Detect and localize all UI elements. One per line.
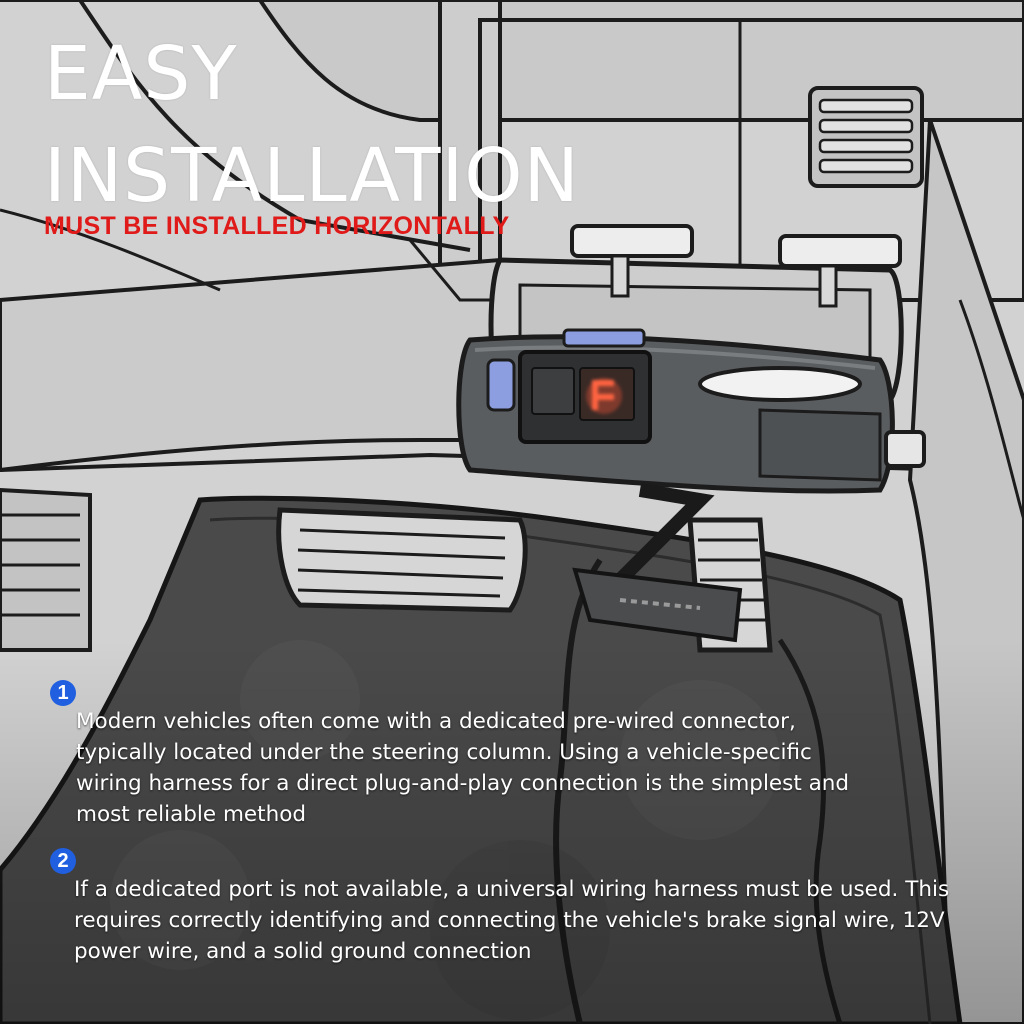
step-2-badge: 2	[50, 848, 76, 874]
vent-left	[0, 487, 92, 652]
brake-pedal	[276, 507, 528, 613]
subheadline: MUST BE INSTALLED HORIZONTALLY	[44, 212, 510, 240]
vent-right	[808, 86, 924, 188]
step-1-badge: 1	[50, 680, 76, 706]
brake-controller-device	[456, 328, 926, 494]
headline-line-2: INSTALLATION	[44, 133, 580, 219]
step-1-text: Modern vehicles often come with a dedica…	[76, 709, 850, 827]
wiring-harness-connector	[572, 483, 743, 643]
step-2-text: If a dedicated port is not available, a …	[74, 877, 950, 964]
headline-line-1: EASY	[44, 31, 238, 117]
